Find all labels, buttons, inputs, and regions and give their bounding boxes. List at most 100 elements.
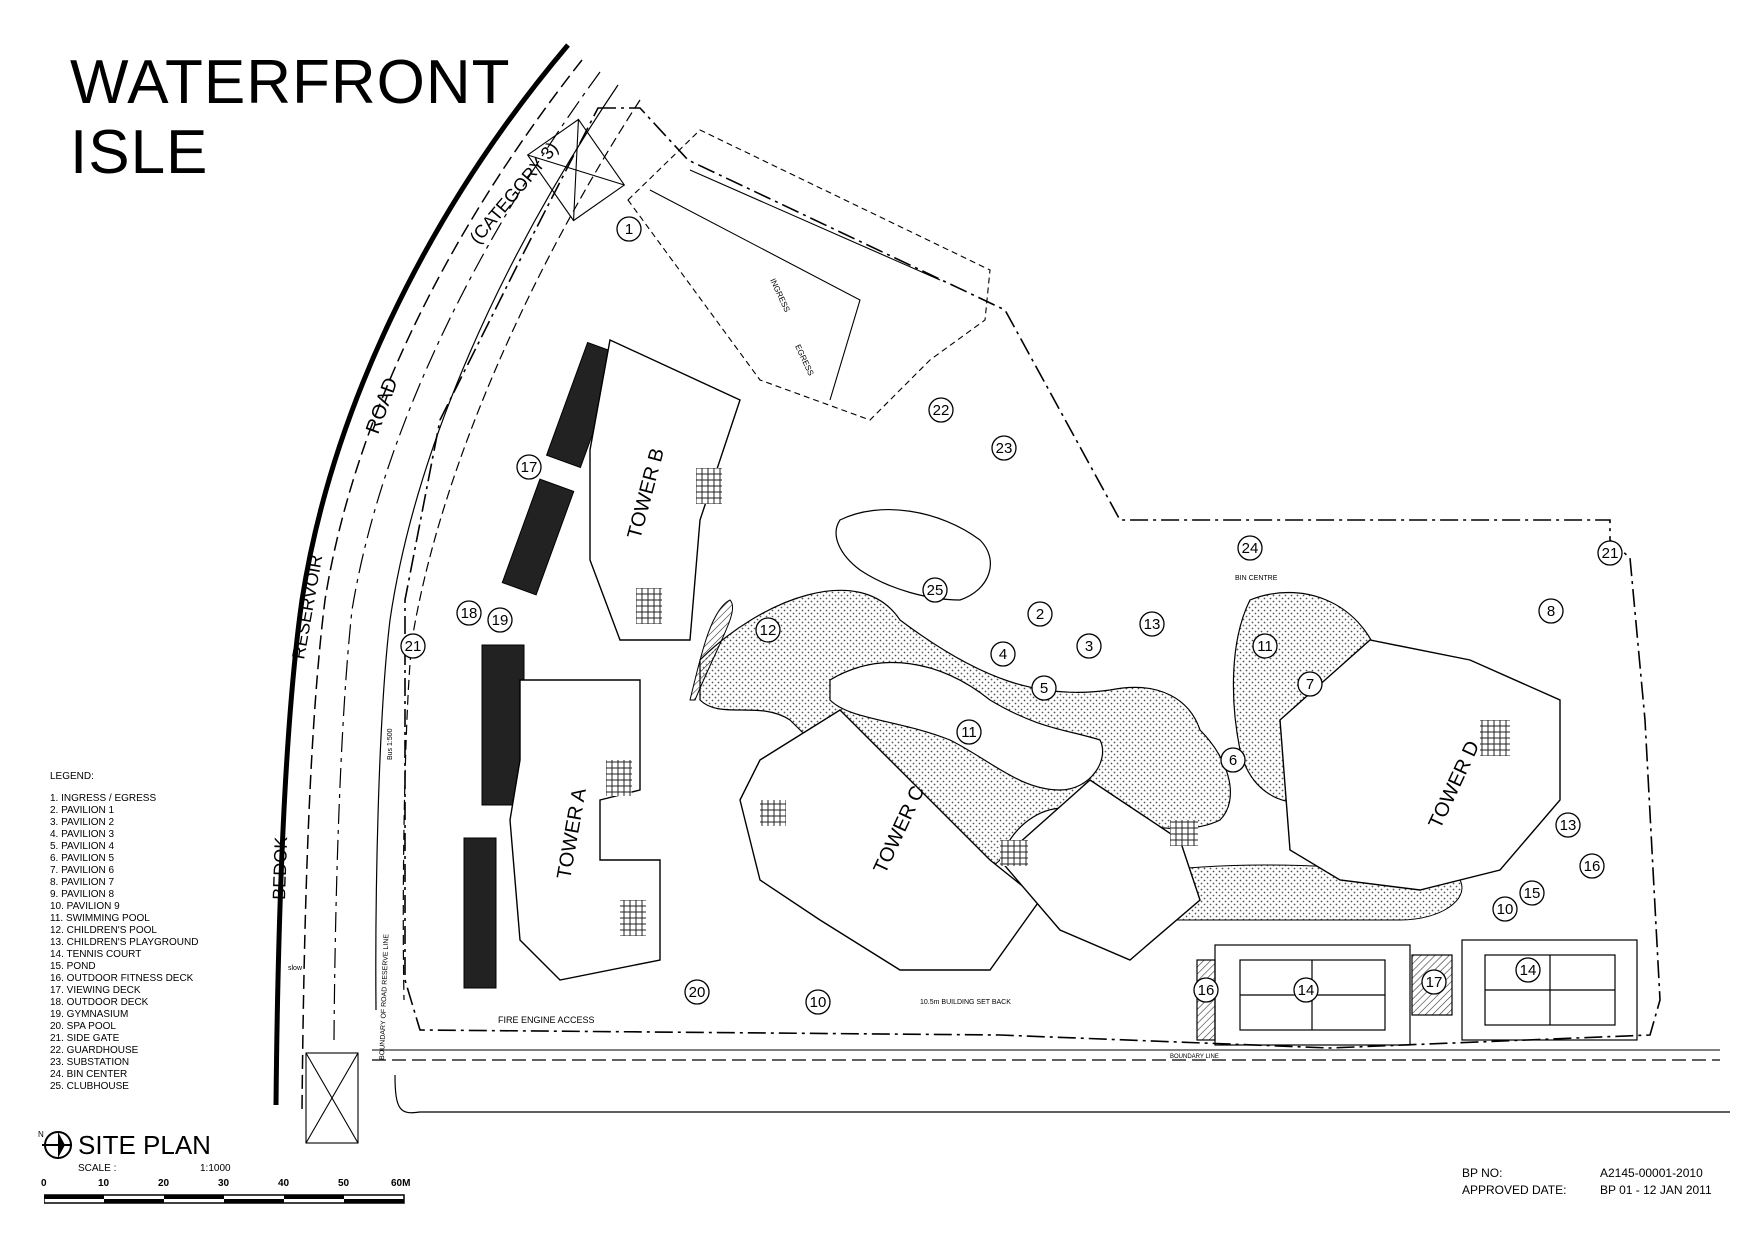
marker-20: 20 [684, 979, 710, 1005]
scale-value: 1:1000 [200, 1163, 231, 1174]
scale-tick: 10 [98, 1178, 110, 1189]
marker-7: 7 [1297, 671, 1323, 697]
scale-tick: 20 [158, 1178, 170, 1189]
marker-14a: 14 [1293, 977, 1319, 1003]
svg-text:13: 13 [1560, 817, 1577, 834]
legend-item: 18. OUTDOOR DECK [50, 997, 149, 1008]
marker-24: 24 [1237, 535, 1263, 561]
legend-item: 2. PAVILION 1 [50, 805, 115, 816]
road-reserve-line-label: BOUNDARY OF ROAD RESERVE LINE [379, 934, 390, 1061]
fire-engine-access-label: FIRE ENGINE ACCESS [498, 1015, 595, 1025]
svg-text:14: 14 [1520, 962, 1537, 979]
scale-tick: 40 [278, 1178, 290, 1189]
road-label: ROAD [362, 375, 402, 437]
ingress-egress-plot [526, 118, 991, 421]
marker-18: 18 [456, 600, 482, 626]
svg-text:3: 3 [1085, 638, 1093, 655]
svg-text:7: 7 [1306, 676, 1314, 693]
svg-text:15: 15 [1524, 885, 1541, 902]
legend-item: 13. CHILDREN'S PLAYGROUND [50, 937, 199, 948]
tower-c [739, 709, 1201, 971]
svg-text:6: 6 [1229, 752, 1237, 769]
bp-no-value: A2145-00001-2010 [1600, 1166, 1703, 1180]
clubhouse-garden [835, 509, 991, 601]
marker-12: 12 [755, 617, 781, 643]
south-road [372, 1049, 1730, 1114]
marker-8: 8 [1538, 598, 1564, 624]
marker-11b: 11 [1252, 633, 1278, 659]
marker-10a: 10 [805, 989, 831, 1015]
marker-13a: 13 [1139, 611, 1165, 637]
legend-item: 19. GYMNASIUM [50, 1009, 129, 1020]
legend-item: 23. SUBSTATION [50, 1057, 130, 1068]
legend-item: 9. PAVILION 8 [50, 889, 115, 900]
legend-item: 14. TENNIS COURT [50, 949, 142, 960]
svg-text:11: 11 [1257, 638, 1273, 655]
marker-19: 19 [487, 607, 513, 633]
tennis-courts [1196, 939, 1638, 1046]
svg-text:1: 1 [625, 221, 633, 238]
legend-item: 22. GUARDHOUSE [50, 1045, 139, 1056]
north-arrow-icon: N [38, 1130, 72, 1159]
legend-item: 15. POND [50, 961, 96, 972]
site-boundary [404, 107, 1661, 1049]
marker-14b: 14 [1515, 957, 1541, 983]
west-hatched-garden [689, 599, 734, 701]
svg-text:10: 10 [1497, 901, 1514, 918]
legend-item: 5. PAVILION 4 [50, 841, 115, 852]
svg-text:8: 8 [1547, 603, 1555, 620]
marker-25: 25 [922, 577, 948, 603]
egress-label: EGRESS [793, 343, 815, 377]
site-plan-label: SITE PLAN [78, 1130, 211, 1160]
bus-stop-label: Bus 1:500 [387, 728, 394, 760]
legend-item: 21. SIDE GATE [50, 1033, 120, 1044]
marker-17a: 17 [516, 454, 542, 480]
marker-22: 22 [928, 397, 954, 423]
marker-23: 23 [991, 435, 1017, 461]
tower-d [1279, 639, 1561, 891]
svg-text:18: 18 [461, 605, 478, 622]
tower-b [501, 338, 741, 641]
marker-15: 15 [1519, 880, 1545, 906]
bedok-label: BEDOK [269, 836, 291, 900]
svg-text:11: 11 [961, 724, 977, 741]
legend-item: 25. CLUBHOUSE [50, 1081, 129, 1092]
marker-11a: 11 [956, 719, 982, 745]
map-title-line2: ISLE [70, 118, 209, 187]
bin-centre-label: BIN CENTRE [1235, 575, 1278, 582]
svg-text:21: 21 [405, 638, 422, 655]
marker-4: 4 [990, 641, 1016, 667]
tower-a [463, 644, 661, 989]
svg-text:19: 19 [492, 612, 509, 629]
svg-text:N: N [38, 1130, 44, 1139]
legend-item: 17. VIEWING DECK [50, 985, 141, 996]
marker-5: 5 [1031, 675, 1057, 701]
scale-text: SCALE : 1:1000 [78, 1163, 231, 1174]
marker-16b: 16 [1579, 853, 1605, 879]
guard-plot-sw [305, 1052, 359, 1144]
marker-21a: 21 [400, 633, 426, 659]
scale-tick: 0 [41, 1178, 47, 1189]
map-title: WATERFRONT ISLE [70, 48, 511, 188]
approved-date-value: BP 01 - 12 JAN 2011 [1600, 1183, 1712, 1197]
scale-tick: 50 [338, 1178, 350, 1189]
legend-item: 1. INGRESS / EGRESS [50, 793, 157, 804]
svg-text:17: 17 [521, 459, 538, 476]
svg-text:14: 14 [1298, 982, 1315, 999]
bedok-reservoir-road [273, 43, 641, 1111]
legend-item: 8. PAVILION 7 [50, 877, 115, 888]
svg-text:16: 16 [1198, 982, 1215, 999]
marker-1: 1 [616, 216, 642, 242]
legend-item: 10. PAVILION 9 [50, 901, 120, 912]
marker-10b: 10 [1492, 896, 1518, 922]
bp-no-label: BP NO: [1462, 1166, 1503, 1180]
scale-bar [44, 1194, 405, 1204]
svg-text:22: 22 [933, 402, 950, 419]
boundary-line-label: BOUNDARY LINE [1170, 1054, 1219, 1060]
legend-item: 12. CHILDREN'S POOL [50, 925, 157, 936]
scale-label: SCALE : [78, 1163, 117, 1174]
road-category-label: (CATEGORY 3) [466, 138, 562, 247]
svg-text:24: 24 [1242, 540, 1259, 557]
svg-text:21: 21 [1602, 545, 1619, 562]
